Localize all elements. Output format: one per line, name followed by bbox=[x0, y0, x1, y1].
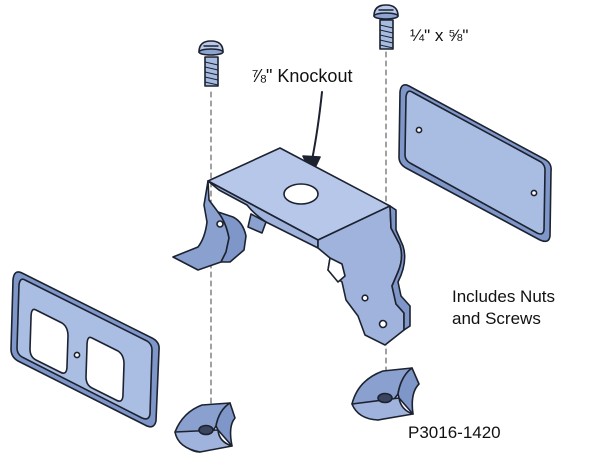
screw-right bbox=[373, 4, 399, 50]
channel-nut-right bbox=[351, 367, 420, 421]
screw-left bbox=[198, 40, 224, 87]
knockout-label: ⅞" Knockout bbox=[251, 66, 353, 86]
includes-nuts-note: Includes Nuts and Screws bbox=[452, 286, 555, 330]
part-number-label: P3016-1420 bbox=[408, 423, 501, 442]
mounting-bracket bbox=[172, 147, 411, 346]
screw-size-label: ¼" x ⅝" bbox=[410, 26, 469, 45]
duplex-outlet-plate bbox=[10, 271, 160, 428]
blank-cover-plate bbox=[398, 84, 552, 243]
includes-note-line2: and Screws bbox=[452, 309, 541, 328]
includes-note-line1: Includes Nuts bbox=[452, 287, 555, 306]
channel-nut-left bbox=[174, 402, 236, 453]
